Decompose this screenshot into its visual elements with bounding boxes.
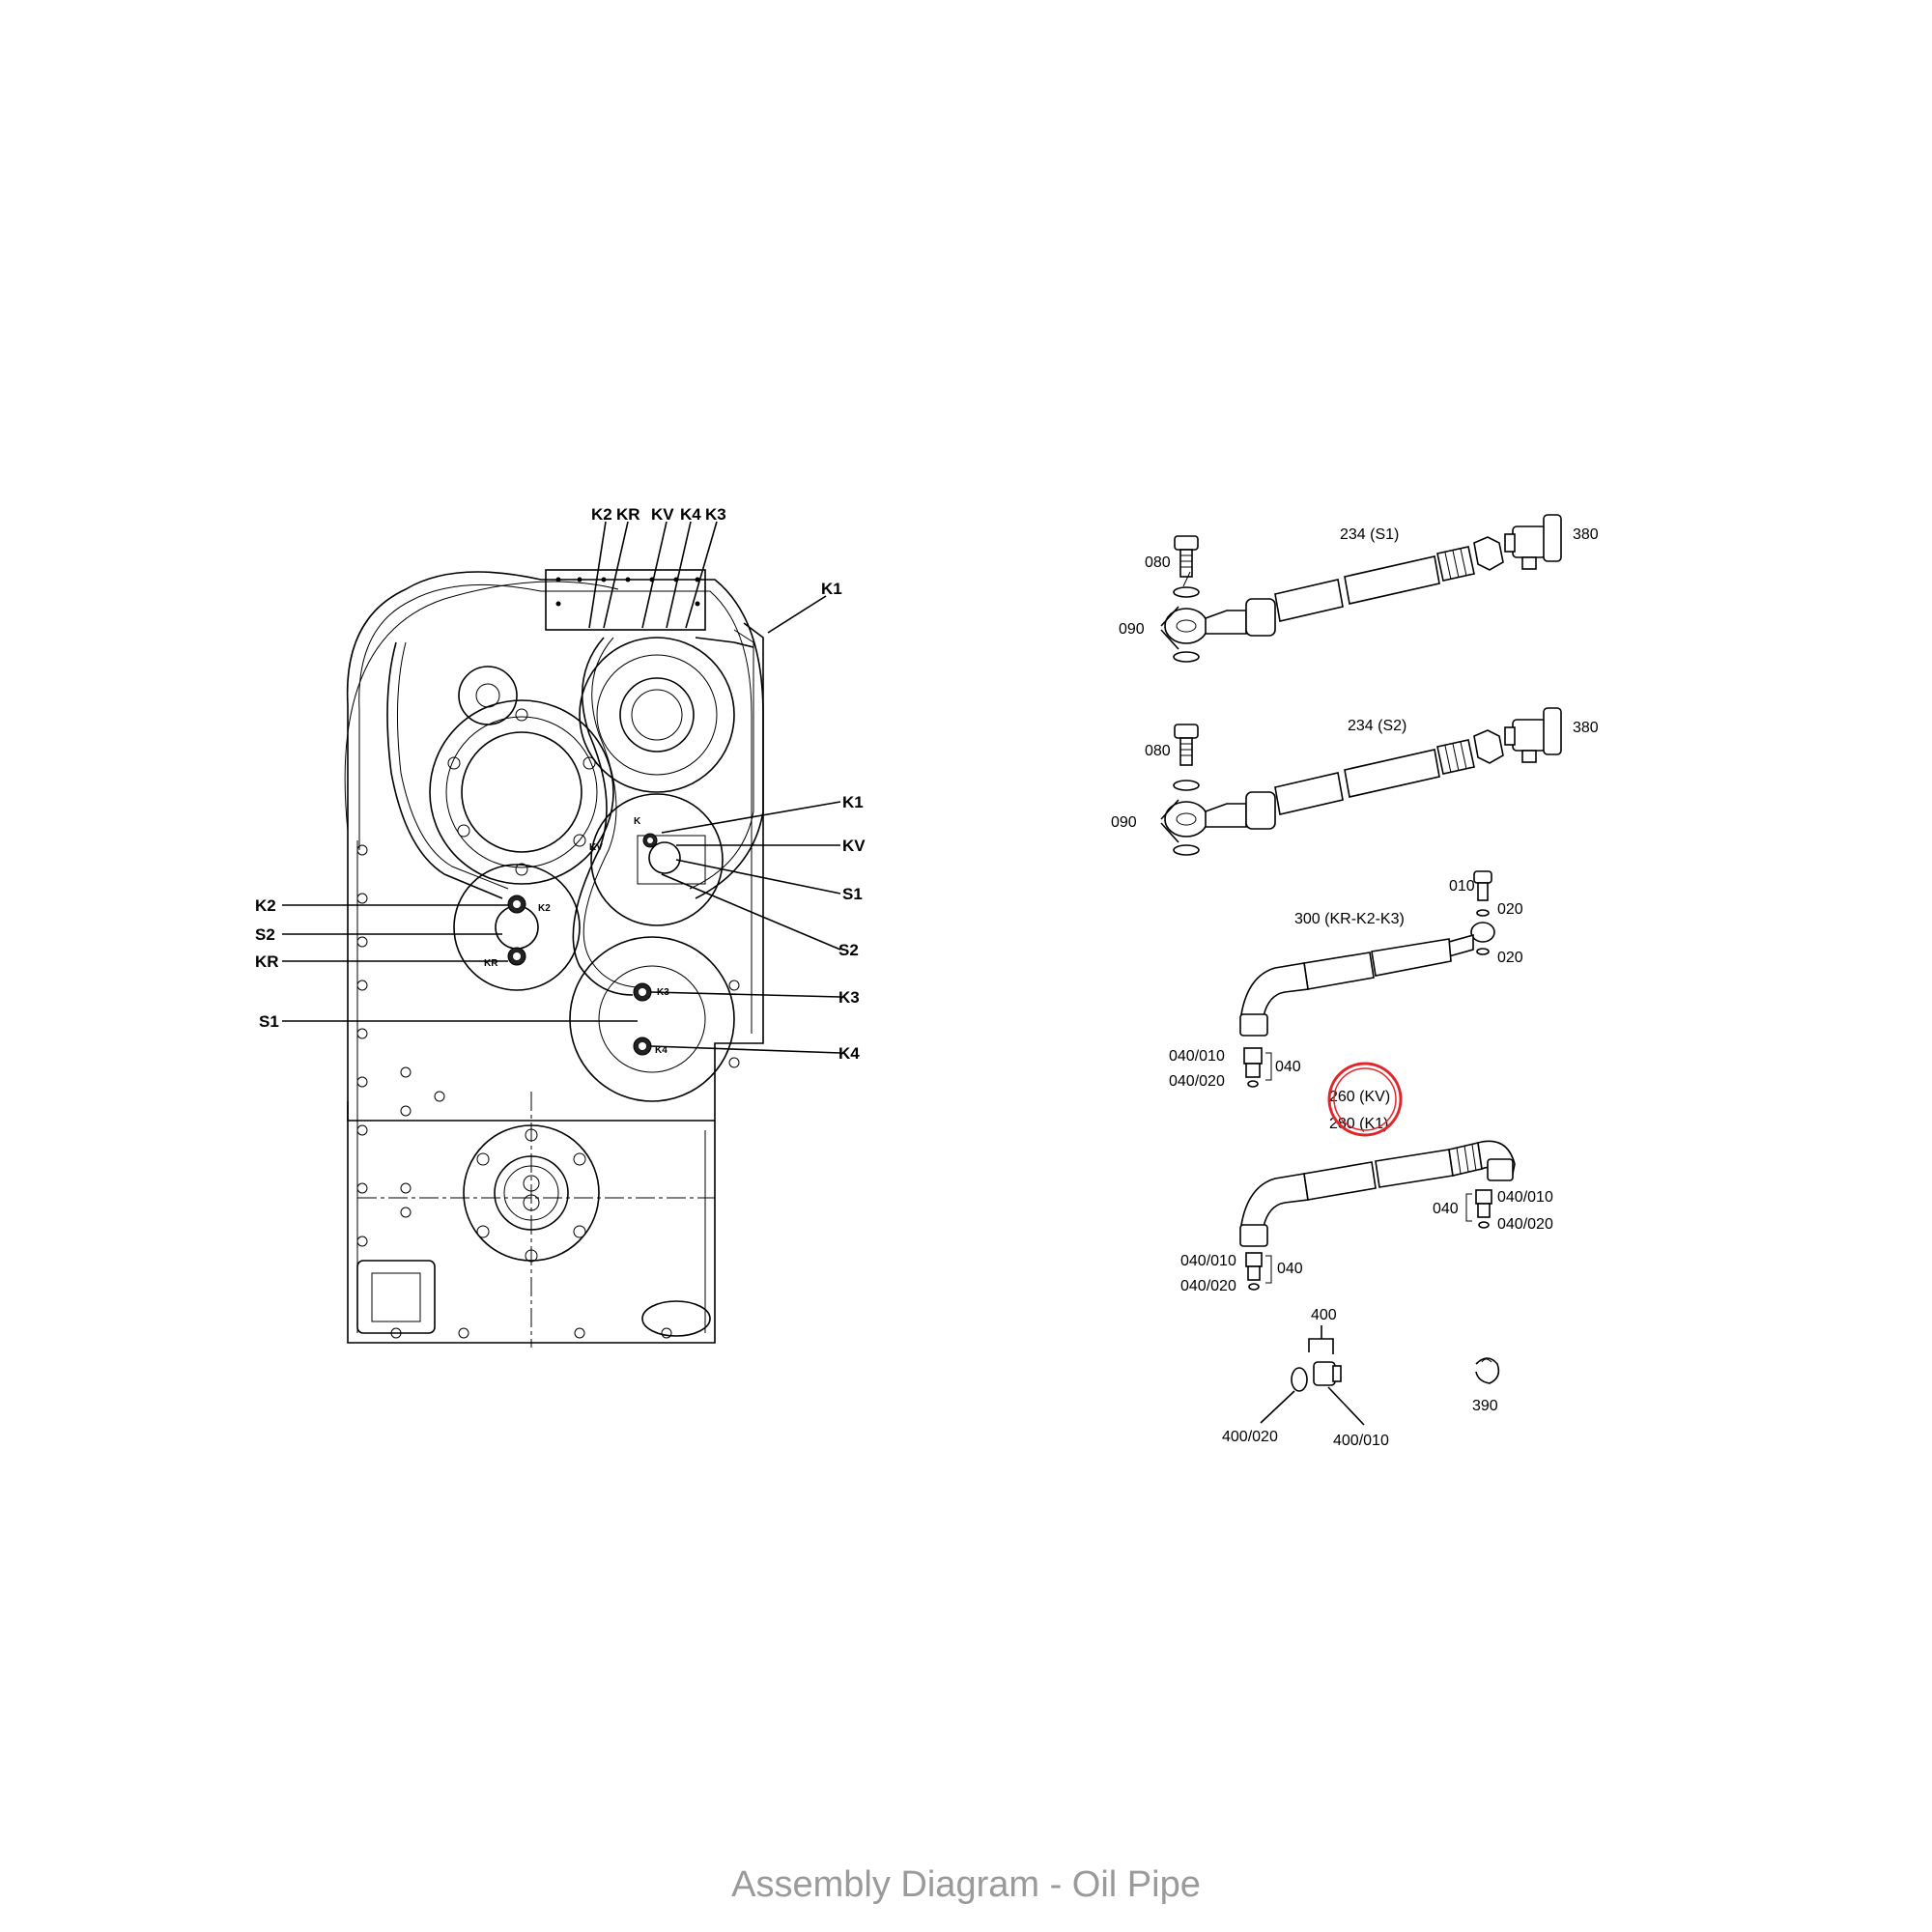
label-234-s1: 234 (S1)	[1340, 526, 1399, 543]
left-label-kr: KR	[255, 952, 279, 971]
label-380-s2: 380	[1573, 720, 1599, 736]
right-label-s1: S1	[842, 885, 863, 903]
label-040-020-left: 040/020	[1180, 1278, 1236, 1294]
pipe-route-b	[386, 641, 503, 899]
label-040-010-left: 040/010	[1180, 1253, 1236, 1269]
label-080-s1: 080	[1145, 554, 1171, 571]
label-090-s2: 090	[1111, 814, 1137, 831]
label-040-020-kr: 040/020	[1169, 1073, 1225, 1090]
top-label-k4: K4	[680, 505, 701, 524]
label-300: 300 (KR-K2-K3)	[1294, 911, 1405, 927]
inner-label-kr: KR	[484, 958, 498, 969]
inner-label-k2: K2	[538, 903, 551, 914]
highlight-circle	[1327, 1062, 1403, 1137]
top-label-kv: KV	[651, 505, 674, 524]
right-label-kv: KV	[842, 837, 866, 855]
assembly-s2: 080 090 234 (S2) 380	[1111, 707, 1599, 856]
top-label-k3: K3	[705, 505, 726, 524]
middle-right-gear	[590, 793, 724, 926]
washer-090-s1-lower	[1173, 651, 1200, 663]
right-label-k1: K1	[842, 793, 864, 811]
label-040-020-right: 040/020	[1497, 1216, 1553, 1233]
ring-020-a	[1476, 909, 1490, 917]
right-label-k4: K4	[838, 1044, 860, 1063]
pipe-route-k1	[695, 622, 764, 899]
hose-260-280	[1375, 1149, 1454, 1188]
left-label-s1: S1	[259, 1012, 279, 1031]
label-k1-top: K1	[821, 580, 842, 598]
label-400: 400	[1311, 1307, 1337, 1323]
inner-label-k3: K3	[657, 987, 669, 998]
housing-outline	[346, 571, 764, 1122]
washer-090-s2-upper	[1173, 780, 1200, 791]
label-010: 010	[1449, 878, 1475, 895]
plug-body-400-010	[1313, 1361, 1336, 1386]
inner-label-k: K	[634, 816, 641, 827]
left-label-k2: K2	[255, 896, 276, 915]
transmission-housing-view: K2 KR KV K4 K3 K1 K2 S2 KR S1 K1 KV S1 S…	[255, 505, 866, 1348]
assembly-kr-k2-k3: 010 020 020 300 (KR-K2-K3) 040 040/010 0…	[1169, 870, 1523, 1090]
upper-gear-bore	[461, 731, 582, 853]
label-080-s2: 080	[1145, 743, 1171, 759]
label-400-010: 400/010	[1333, 1433, 1389, 1449]
label-020-a: 020	[1497, 901, 1523, 918]
label-260-kv: 260 (KV)	[1329, 1089, 1390, 1105]
label-020-b: 020	[1497, 950, 1523, 966]
right-label-s2: S2	[838, 941, 859, 959]
label-400-020: 400/020	[1222, 1429, 1278, 1445]
screw-010	[1473, 870, 1492, 884]
ring-020-b	[1476, 948, 1490, 955]
label-040-left: 040	[1277, 1261, 1303, 1277]
fitting-380-s1	[1512, 526, 1547, 558]
hose-234-s2	[1344, 749, 1440, 798]
flange-ring	[344, 581, 619, 832]
assembly-kv-k1: 260 (KV) 280 (K1) 040 040/010 040/020 04…	[1180, 1062, 1553, 1294]
fitting-380-s2	[1512, 719, 1547, 752]
clip-390: 390	[1472, 1357, 1500, 1414]
label-040-010-right: 040/010	[1497, 1189, 1553, 1206]
hose-234-s1	[1344, 555, 1440, 605]
assembly-s1: 080 090 234 (S1) 380	[1119, 514, 1599, 663]
inner-label-k4: K4	[655, 1045, 668, 1056]
right-label-k3: K3	[838, 988, 860, 1007]
pipe-route-a	[572, 637, 634, 996]
inner-label-kv: KV	[589, 842, 603, 853]
bolt-080-s2	[1174, 724, 1199, 739]
label-040-kr: 040	[1275, 1059, 1301, 1075]
label-234-s2: 234 (S2)	[1348, 718, 1406, 734]
label-040-010-kr: 040/010	[1169, 1048, 1225, 1065]
washer-090-s2-lower	[1173, 844, 1200, 856]
label-390: 390	[1472, 1398, 1498, 1414]
left-label-s2: S2	[255, 925, 275, 944]
label-090-s1: 090	[1119, 621, 1145, 638]
hose-300	[1371, 938, 1452, 977]
plug-ring-400-020	[1291, 1367, 1308, 1392]
upper-right-gear	[579, 637, 735, 793]
label-040-right: 040	[1433, 1201, 1459, 1217]
valve-block	[545, 569, 706, 631]
exploded-parts-view: 080 090 234 (S1) 380	[1111, 514, 1599, 1449]
housing-inner-outline	[358, 583, 753, 1034]
plug-400: 400 400/020 400/010	[1222, 1307, 1389, 1449]
top-label-kr: KR	[616, 505, 640, 524]
diagram-caption: Assembly Diagram - Oil Pipe	[731, 1864, 1201, 1905]
lower-right-gear	[569, 936, 735, 1102]
label-380-s1: 380	[1573, 526, 1599, 543]
clip-390-shape	[1475, 1357, 1500, 1384]
filter-box	[356, 1260, 436, 1334]
bolt-080-s1	[1174, 535, 1199, 551]
washer-090-s1-upper	[1173, 586, 1200, 598]
top-label-k2: K2	[591, 505, 612, 524]
upper-gear-outer	[429, 699, 614, 885]
middle-left-gear	[453, 864, 581, 991]
